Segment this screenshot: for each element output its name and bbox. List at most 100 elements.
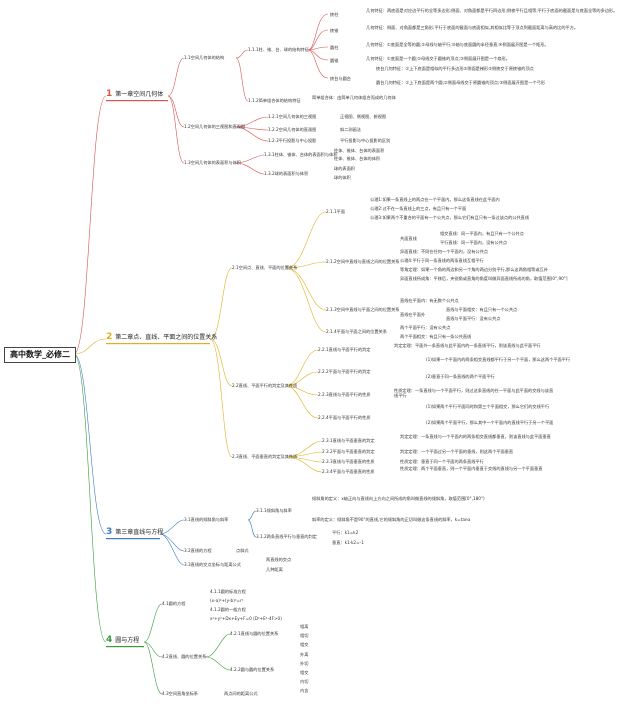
c2-s21[interactable]: 2.2.1直线与平面平行的判定: [318, 347, 371, 352]
c2-s11[interactable]: 2.1.1平面: [326, 209, 346, 214]
c3-s3-b: 几种距离: [266, 567, 283, 572]
c3-s12-b: 垂直：k1·k2=-1: [332, 540, 364, 545]
c2-s22-a: (1)如果一个平面内的两条相交直线都平行于另一个平面，那么这两个平面平行: [426, 357, 571, 362]
c2-section-1[interactable]: 2.1空间点、直线、平面的位置关系: [232, 265, 298, 270]
c1-yzhui-label[interactable]: 圆锥: [330, 58, 339, 63]
c1-yz-text: 几何特征：①底面是全等的圆;②母线与轴平行;③轴与底面圆的半径垂直;④侧面展开图…: [366, 42, 549, 47]
c2-s33[interactable]: 2.3.3直线与平面垂直的性质: [322, 459, 375, 464]
chapter-3-number: 3: [106, 527, 113, 537]
c4-section-2[interactable]: 4.2直线、圆的位置关系: [162, 654, 207, 659]
c2-s24-a: (1)如果两个平行平面同时和第三个平面相交，那么它们的交线平行: [426, 404, 550, 409]
c2-s31[interactable]: 2.3.1直线与平面垂直的判定: [322, 438, 375, 443]
c2-gm[interactable]: 共面直线: [400, 236, 417, 241]
c4-s22-e: 内含: [300, 688, 309, 693]
c4-s21[interactable]: 4.2.1直线与圆的位置关系: [230, 631, 279, 636]
c1-s31-a: 柱体、锥体、台体的表面积: [334, 148, 385, 153]
c1-ytai-text: 圆台几何特征：①上下底面是两个圆;②侧面母线交于原圆锥的顶点;③侧面展开图是一个…: [376, 80, 546, 85]
c2-s34-text: 性质定理：两个平面垂直，则一个平面内垂直于交线的直线与另一个平面垂直: [400, 466, 543, 471]
c4-s22-b: 外切: [300, 661, 309, 666]
c2-ym: 异面直线：不同在任何一个平面内，没有公共点: [400, 249, 488, 254]
c2-s31-text: 判定定理：一条直线与一个平面内的两条相交直线都垂直，则该直线与此平面垂直: [400, 434, 551, 439]
c1-lengz-label[interactable]: 棱锥: [330, 28, 339, 33]
c2-zx-px: 直线与平面平行：没有公共点: [446, 316, 501, 321]
c1-leng-text: 几何特征：两底面是对应边平行的全等多边形;侧面、对角面都是平行四边形;侧棱平行且…: [366, 8, 618, 13]
c4-s21-c: 相交: [300, 642, 309, 647]
c2-s24-b: (2)如果两个平面平行，那么其中一个平面内的直线平行于另一个平面: [426, 420, 554, 425]
c1-ltai-text: 棱台几何特征：①上下底面是相似的平行多边形②侧面是梯形③侧棱交于原棱锥的顶点: [376, 66, 534, 71]
c2-yj: 异面直线所成角：平移后，夹锐角或直角的角度叫做异面直线所成的角，取值范围(0°,…: [400, 276, 568, 281]
c3-s12[interactable]: 3.1.2两条直线平行与垂直的判定: [256, 534, 317, 539]
c2-s22[interactable]: 2.2.2平面与平面平行的判定: [318, 369, 371, 374]
c2-section-3[interactable]: 2.3直线、平面垂直的判定及其性质: [232, 454, 298, 459]
chapter-3-title: 第三章直线与方程: [115, 529, 164, 536]
c2-s23-text: 性质定理：一条直线与一个平面平行，则过这条直线的任一平面与此平面的交线与该直线平…: [394, 388, 554, 398]
c2-s24[interactable]: 2.2.4平面与平面平行的性质: [318, 415, 371, 420]
c2-section-2[interactable]: 2.2直线、平面平行的判定及其性质: [232, 383, 298, 388]
c2-mm-xj: 两个平面相交：有且只有一条公共直线: [400, 334, 472, 339]
c1-yzhui-text: 几何特征：①底面是一个圆;②母线交于圆锥的顶点;③侧面展开图是一个扇形。: [366, 56, 510, 61]
c3-section-1[interactable]: 3.1直线的倾斜角与斜率: [184, 517, 229, 522]
c2-s22-b: (2)垂直于同一条直线的两个平面平行: [426, 374, 495, 379]
c4-section-1[interactable]: 4.1圆的方程: [162, 601, 186, 606]
c4-s22-c: 相交: [300, 670, 309, 675]
c2-s12[interactable]: 2.1.2空间中直线与直线之间的位置关系: [326, 259, 400, 264]
c1-s22[interactable]: 1.2.2空间几何体的直观图: [268, 127, 317, 132]
c2-s32[interactable]: 2.3.2平面与平面垂直的判定: [322, 449, 375, 454]
c1-s32[interactable]: 1.3.2球的表面积与体积: [264, 171, 309, 176]
c1-s22-text: 斜二测画法: [340, 127, 361, 132]
c4-s11[interactable]: 4.1.1圆的标准方程: [210, 589, 246, 594]
chapter-4-title: 圆与方程: [115, 637, 140, 644]
c2-zx-wm[interactable]: 直线在平面外: [400, 312, 426, 317]
c3-section-2[interactable]: 3.2直线的方程: [184, 548, 212, 553]
c1-section-2[interactable]: 1.2空间几何体的三视图和直观图: [184, 124, 246, 129]
chapter-4-number: 4: [106, 635, 113, 645]
c2-dj: 等角定理：如果一个角的两边和另一个角的两边分别平行,那么这两角相等或互补: [400, 267, 548, 272]
c1-s32-b: 球的体积: [334, 175, 351, 180]
c1-yz-label[interactable]: 圆柱: [330, 45, 339, 50]
c1-section-3[interactable]: 1.3空间几何体的表面积与体积: [184, 160, 241, 165]
c2-s13[interactable]: 2.1.3空间中直线与平面之间的位置关系: [326, 307, 400, 312]
c2-s21-text: 判定定理：平面外一条直线与此平面内的一条直线平行，则该直线与此平面平行: [394, 343, 541, 348]
c2-s14[interactable]: 2.1.4平面与平面之间的位置关系: [326, 329, 387, 334]
c1-s12-text: 简单组合体：由简单几何体组合而成的几何体: [312, 95, 396, 100]
c1-s23-text: 平行投影与中心投影的区别: [340, 138, 391, 143]
chapter-1-number: 1: [106, 89, 113, 99]
c4-section-3[interactable]: 4.3空间直角坐标系: [162, 691, 198, 696]
c2-mm-px: 两个平面平行：没有公共点: [400, 325, 451, 330]
chapter-1-title: 第一章空间几何体: [115, 91, 164, 98]
c4-s22-a: 外离: [300, 652, 309, 657]
c3-section-3[interactable]: 3.3直线的交点坐标与距离公式: [184, 562, 241, 567]
c1-section-1[interactable]: 1.1空间几何体的结构: [184, 55, 225, 60]
c2-s34[interactable]: 2.3.4平面与平面垂直的性质: [322, 469, 375, 474]
c4-s11-text: (x-a)²+(y-b)²=r²: [210, 598, 244, 603]
c2-g4: 公理4:平行于同一条直线的两条直线互相平行: [400, 258, 484, 263]
c2-xj: 相交直线：同一平面内，有且只有一个公共点: [440, 231, 524, 236]
c1-s23[interactable]: 1.2.3平行投影与中心投影: [268, 138, 317, 143]
c3-s11[interactable]: 3.1.1倾斜角与斜率: [256, 508, 292, 513]
c1-s11[interactable]: 1.1.1柱、锥、台、球的结构特征: [248, 47, 309, 52]
c1-s31[interactable]: 1.3.1柱体、锥体、台体的表面积与体积: [264, 152, 338, 157]
c1-s12[interactable]: 1.1.2简单组合体的结构特征: [248, 98, 301, 103]
c1-s21[interactable]: 1.2.1空间几何体的三视图: [268, 114, 317, 119]
c2-zx-xj: 直线与平面相交：有且只有一个公共点: [446, 307, 518, 312]
c4-s21-b: 相切: [300, 633, 309, 638]
c2-s33-text: 性质定理：垂直于同一个平面的两条直线平行: [400, 459, 484, 464]
c4-s3-text: 两点间的距离公式: [224, 691, 258, 696]
c3-s2-text: 点斜式: [236, 548, 249, 553]
c2-px: 平行直线：同一平面内，没有公共点: [440, 240, 508, 245]
c2-s23[interactable]: 2.2.3直线与平面平行的性质: [318, 392, 371, 397]
c1-leng-label[interactable]: 棱柱: [330, 12, 339, 17]
chapter-2-title: 第二章点、直线、平面之间的位置关系: [115, 334, 218, 341]
c1-s32-a: 球的表面积: [334, 166, 355, 171]
c4-s22[interactable]: 4.2.2圆与圆的位置关系: [230, 667, 275, 672]
root-topic[interactable]: 高中数学_必修二: [4, 347, 76, 363]
c4-s12[interactable]: 4.1.2圆的一般方程: [210, 607, 246, 612]
c3-s11-b: 斜率的定义：倾斜角不是90°的直线,它的倾斜角的正切叫做这条直线的斜率，k=ta…: [312, 517, 471, 522]
c1-zh-label[interactable]: 棱台与圆台: [330, 76, 351, 81]
